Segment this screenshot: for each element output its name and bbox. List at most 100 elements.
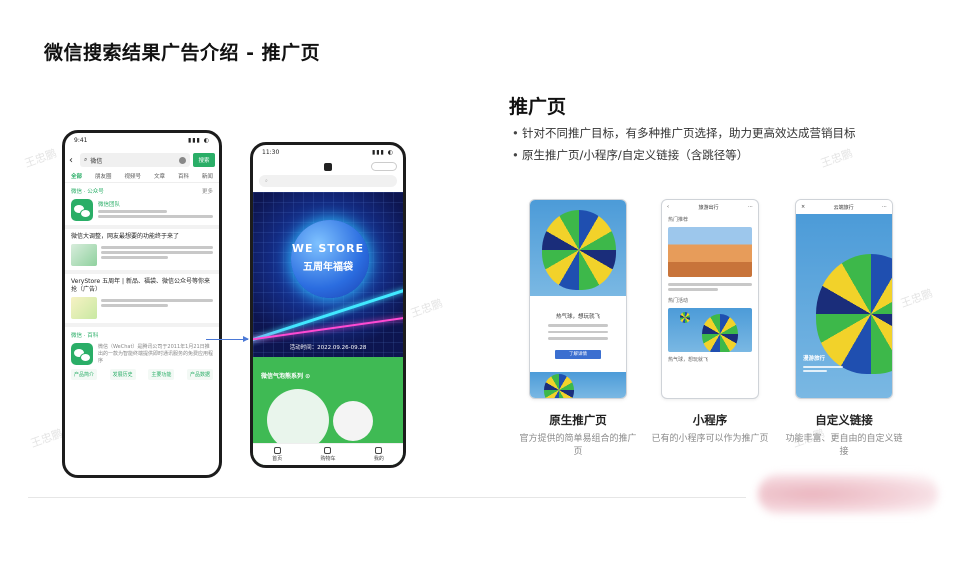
mock-nav-title: 云端旅行 xyxy=(833,204,854,211)
ad-thumbnail xyxy=(71,297,97,320)
placeholder-line xyxy=(98,215,213,218)
clear-icon[interactable] xyxy=(179,156,186,164)
account-section: 微信 · 公众号 更多 微信团队 xyxy=(65,183,219,229)
tab-all[interactable]: 全部 xyxy=(71,174,83,180)
watermark: 王忠鹏 xyxy=(898,286,935,311)
placeholder-line xyxy=(803,366,843,368)
tab-news[interactable]: 新闻 xyxy=(201,174,213,180)
wechat-logo-icon xyxy=(71,343,93,366)
tab-home[interactable]: 首页 xyxy=(272,447,282,462)
home-icon xyxy=(273,447,281,454)
status-time: 11:30 xyxy=(262,148,280,156)
hot-air-balloon xyxy=(680,312,690,323)
account-section-title: 微信 · 公众号 xyxy=(71,189,104,195)
tab-baike[interactable]: 百科 xyxy=(177,174,189,180)
tab-moments[interactable]: 朋友圈 xyxy=(94,174,112,180)
banner-orb xyxy=(291,220,369,298)
placeholder-line xyxy=(803,370,827,372)
watermark: 王忠鹏 xyxy=(408,296,445,321)
back-icon[interactable]: ‹ xyxy=(667,204,669,210)
result-tabs: 全部 朋友圈 视频号 文章 百科 新闻 xyxy=(65,170,219,183)
mock-headline: 热气球，想玩就飞 xyxy=(555,314,600,320)
product-image xyxy=(267,389,329,451)
mock-section-label: 热门推荐 xyxy=(668,217,689,223)
caption-title: 自定义链接 xyxy=(815,413,873,427)
more-icon[interactable]: ⋯ xyxy=(747,204,753,210)
mock-nav: ‹ 旅游出行 ⋯ xyxy=(662,200,758,214)
signal-icon: ▮▮▮ ◐ xyxy=(187,136,210,144)
mock-nav: × 云端旅行 ⋯ xyxy=(796,200,892,214)
tab-profile[interactable]: 我的 xyxy=(374,447,384,462)
cart-icon xyxy=(324,447,332,454)
search-results-phone: 9:41 ▮▮▮ ◐ ‹ ⌕ 微信 搜索 全部 朋友圈 视频号 文章 百科 新闻… xyxy=(62,130,222,478)
section-title: 推广页 xyxy=(509,96,567,118)
search-button[interactable]: 搜索 xyxy=(193,153,215,167)
placeholder-line xyxy=(547,324,609,327)
product-section-title: 微信气泡熊系列 ⊙ xyxy=(261,373,311,380)
account-more-link[interactable]: 更多 xyxy=(201,189,213,195)
banner-headline: 五周年福袋 xyxy=(303,262,353,273)
mock-overlay-text: 漫游旅行 xyxy=(803,356,826,362)
tab-articles[interactable]: 文章 xyxy=(153,174,165,180)
baike-text: 微信（WeChat）是腾讯公司于2011年1月21日推出的一款为智能终端提供即时… xyxy=(98,343,214,364)
slide-title: 微信搜索结果广告介绍 - 推广页 xyxy=(44,42,321,64)
caption-title: 小程序 xyxy=(692,413,728,427)
mock-cta-button[interactable]: 了解详情 xyxy=(555,349,601,359)
banner-brand: WE STORE xyxy=(291,242,365,255)
placeholder-line xyxy=(101,256,169,260)
baike-link[interactable]: 主要功能 xyxy=(148,369,175,381)
more-icon[interactable]: ⋯ xyxy=(882,204,887,210)
ad-thumbnail xyxy=(71,244,97,267)
flow-arrow xyxy=(206,336,249,342)
divider xyxy=(28,497,746,498)
desert-image xyxy=(668,227,752,277)
search-icon: ⌕ xyxy=(265,178,268,184)
baike-link[interactable]: 产品数据 xyxy=(186,369,213,381)
mock-nav-title: 旅游出行 xyxy=(698,204,719,211)
balloon-image xyxy=(530,200,626,296)
search-input[interactable]: ⌕ 微信 xyxy=(80,153,190,167)
caption-desc: 已有的小程序可以作为推广页 xyxy=(651,434,769,444)
tab-bar: 首页 购物车 我的 xyxy=(253,443,403,465)
back-icon[interactable]: ‹ xyxy=(69,154,73,166)
hot-air-balloon xyxy=(702,314,738,352)
status-time: 9:41 xyxy=(74,136,88,144)
ad-source: VeryStore 五周年 | 新品、福袋、微信公众号等你来抢（广告） xyxy=(71,278,210,294)
status-bar: 11:30 ▮▮▮ ◐ xyxy=(253,145,403,159)
blurred-region xyxy=(758,474,938,514)
ad-result[interactable]: 微信大调整，网友最想要的功能终于来了 xyxy=(65,229,219,275)
balloon-image xyxy=(668,308,752,352)
account-result[interactable]: 微信团队 xyxy=(71,199,213,221)
placeholder-line xyxy=(101,246,213,250)
placeholder-line xyxy=(668,283,752,286)
balloon-image: 漫游旅行 xyxy=(796,214,892,398)
placeholder-line xyxy=(101,304,169,308)
tab-channels[interactable]: 视频号 xyxy=(124,174,141,180)
mock-section-label: 热门活动 xyxy=(668,298,689,304)
capsule-menu-icon[interactable] xyxy=(371,162,397,171)
baike-link[interactable]: 产品简介 xyxy=(71,369,98,381)
caption-title: 原生推广页 xyxy=(549,413,607,427)
user-icon xyxy=(375,447,383,454)
status-bar: 9:41 ▮▮▮ ◐ xyxy=(65,133,219,147)
wechat-logo-icon xyxy=(71,199,93,221)
search-query: 微信 xyxy=(90,157,103,165)
hot-air-balloon xyxy=(542,210,616,290)
mini-search-input[interactable]: ⌕ xyxy=(259,175,397,187)
custom-link-mockup: × 云端旅行 ⋯ 漫游旅行 xyxy=(795,199,893,399)
native-page-mockup: 热气球，想玩就飞 了解详情 xyxy=(529,199,627,399)
hot-air-balloon xyxy=(544,374,574,398)
ad-title: 微信大调整，网友最想要的功能终于来了 xyxy=(71,233,180,240)
search-bar: ‹ ⌕ 微信 搜索 xyxy=(69,150,215,170)
baike-link[interactable]: 发展历史 xyxy=(109,369,136,381)
tab-cart[interactable]: 购物车 xyxy=(320,447,336,462)
bullet-item: 针对不同推广目标，有多种推广页选择，助力更高效达成营销目标 xyxy=(512,122,856,144)
mini-program-nav xyxy=(253,159,403,175)
placeholder-line xyxy=(101,299,213,303)
store-logo-icon xyxy=(324,163,332,171)
close-icon[interactable]: × xyxy=(801,204,806,210)
ad-result[interactable]: VeryStore 五周年 | 新品、福袋、微信公众号等你来抢（广告） xyxy=(65,274,219,328)
promo-banner[interactable]: WE STORE 五周年福袋 活动时间：2022.09.26-09.28 xyxy=(253,192,403,357)
mini-program-mockup: ‹ 旅游出行 ⋯ 热门推荐 热门活动 热气球，想玩就飞 xyxy=(661,199,759,399)
hot-air-balloon xyxy=(816,254,892,374)
